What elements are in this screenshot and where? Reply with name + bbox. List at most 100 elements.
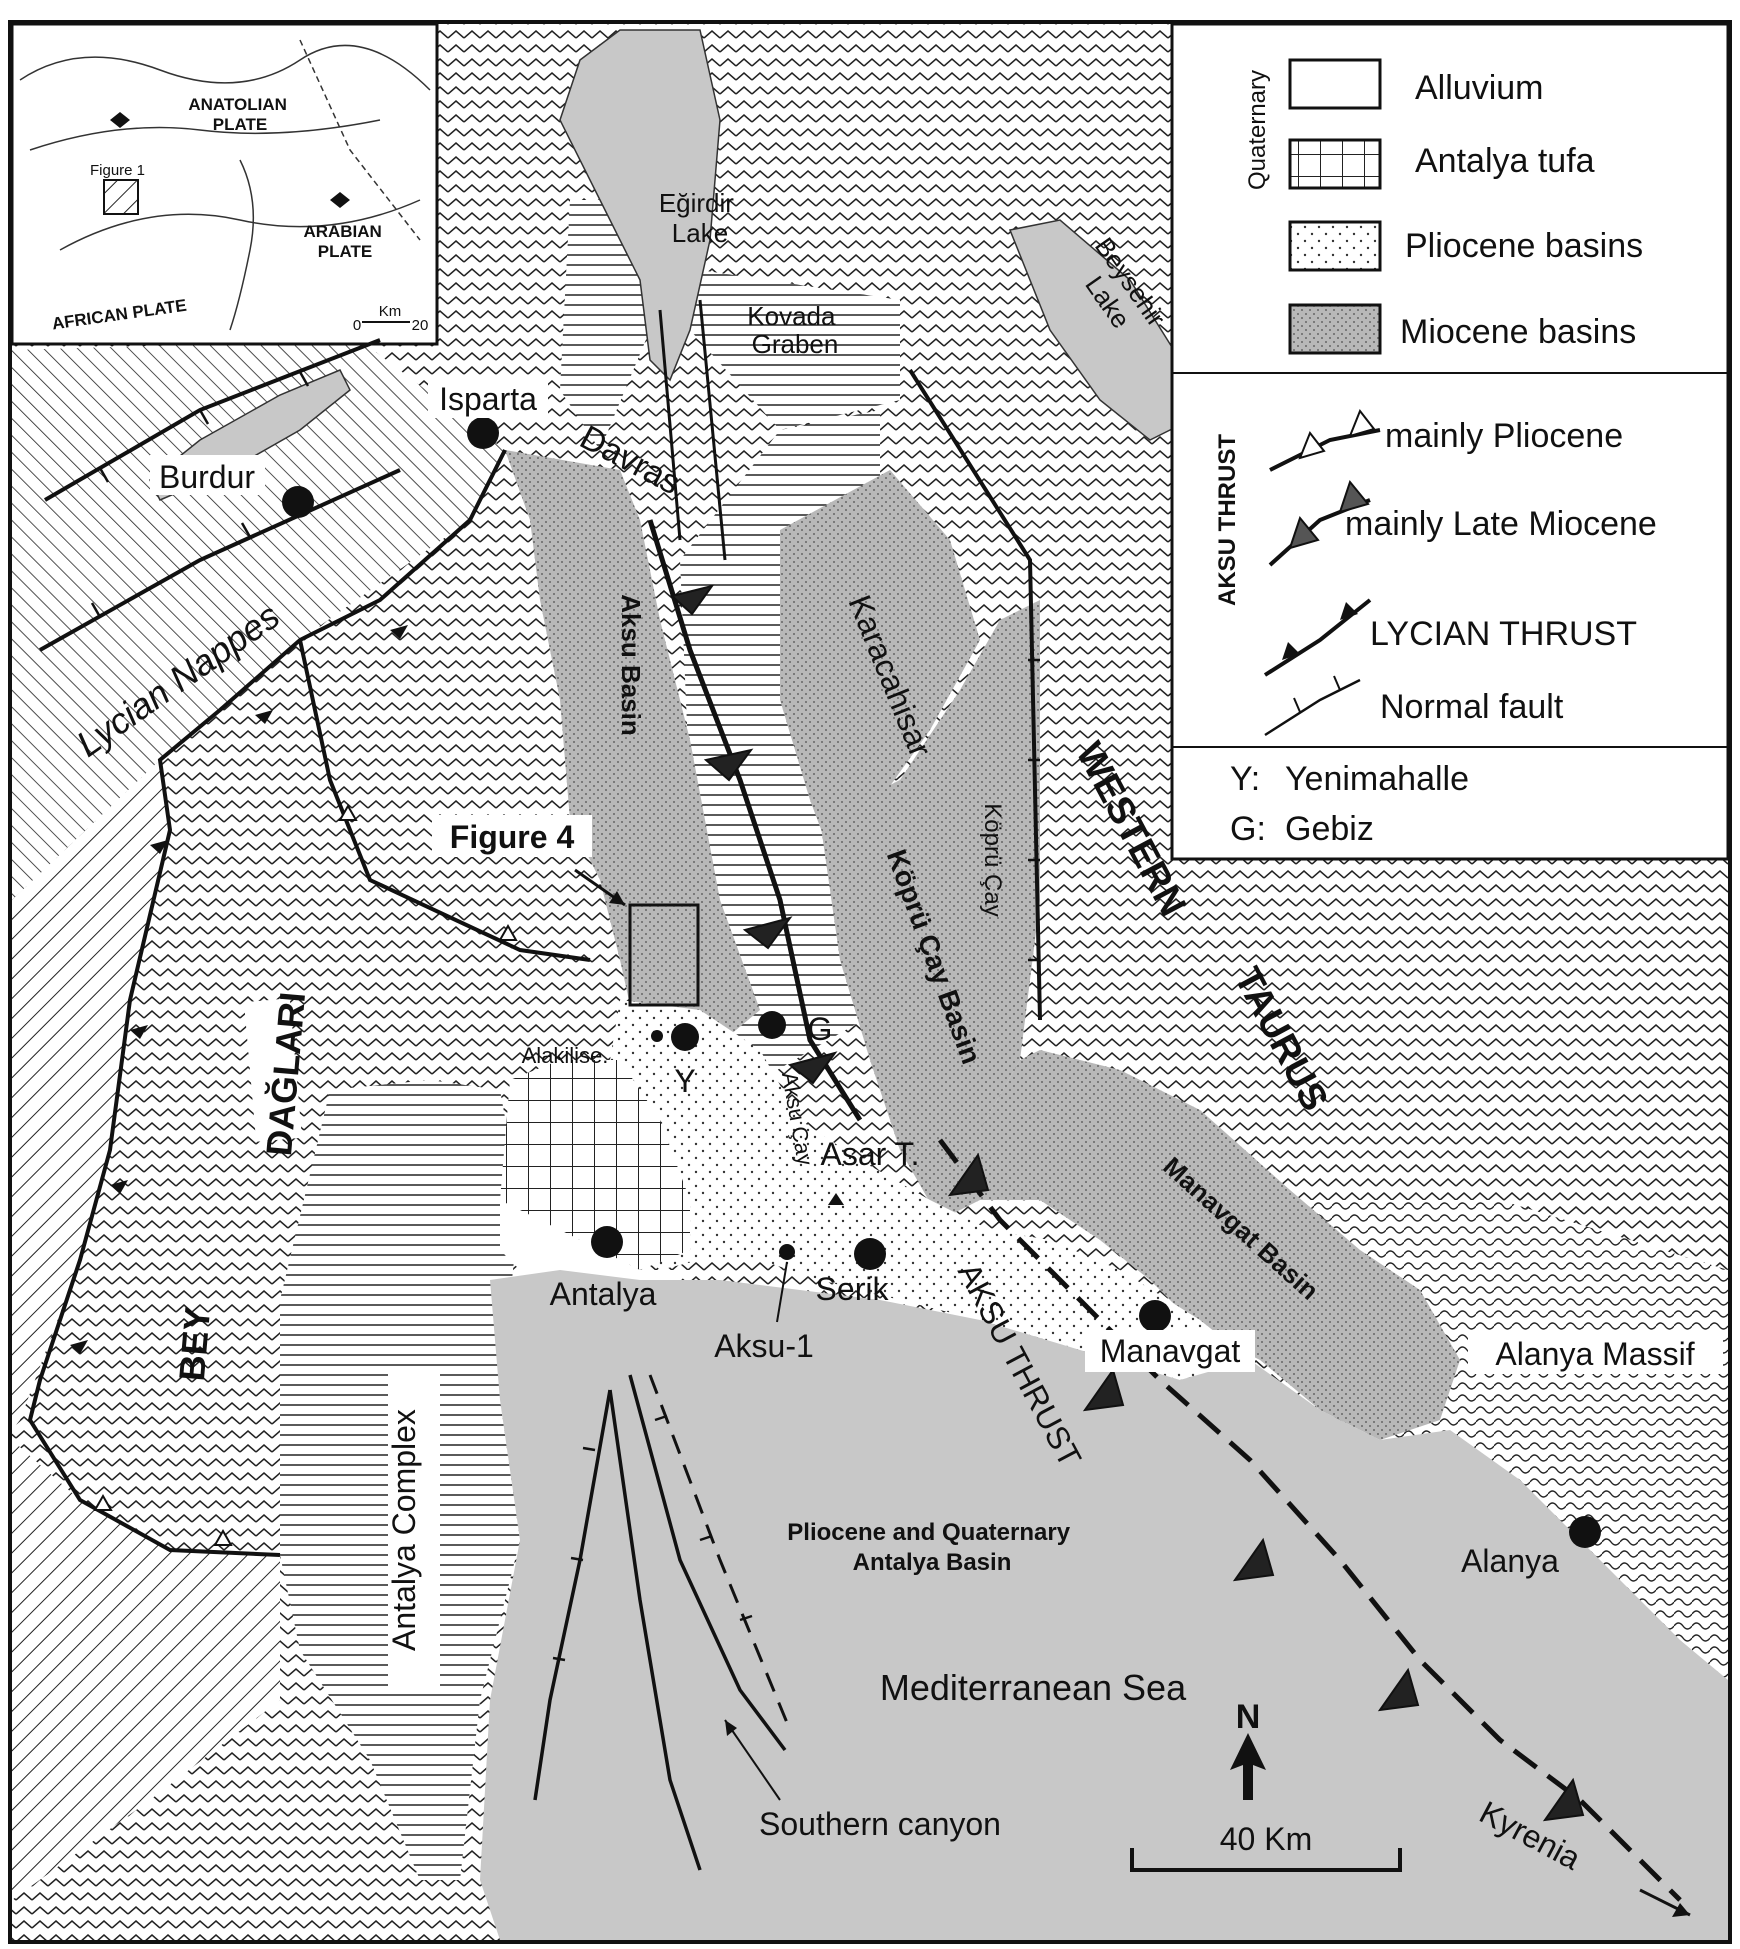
legend-symbol-late-miocene-thrust: [1268, 479, 1371, 567]
manavgat-basin-miocene: [980, 1050, 1460, 1440]
city-dots: [282, 417, 1601, 1548]
scale-bar: 40 Km: [1130, 1821, 1402, 1872]
label-egirdir-lake: Eğirdir Lake: [659, 188, 741, 248]
north-horizontal-unit: [560, 200, 650, 450]
kyrenia-arrowhead: [1672, 1903, 1690, 1917]
legend-symbol-lycian-thrust: [1263, 598, 1372, 677]
north-arrow: N: [1230, 1698, 1266, 1800]
label-aksu-basin: Aksu Basin: [616, 594, 646, 736]
isparta-dot: [467, 417, 499, 449]
inset-scale-unit: Km: [379, 303, 402, 320]
western-taurus-fault: [908, 368, 1042, 1021]
legend-alluvium: Alluvium: [1415, 69, 1543, 107]
normal-fault-ticks: [90, 371, 1040, 1662]
north-arrow-icon: [1230, 1733, 1266, 1800]
label-asar-t: Asar T.: [821, 1136, 920, 1172]
lycian-west-unit: [12, 760, 170, 1430]
label-isparta: Isparta: [439, 381, 537, 417]
figure4-box: [628, 903, 700, 1007]
inset-map: ANATOLIAN PLATE ARABIAN PLATE AFRICAN PL…: [10, 22, 439, 346]
label-manavgat: Manavgat: [1100, 1333, 1241, 1369]
inset-arabian-plate: ARABIAN PLATE: [303, 222, 386, 261]
yenimahalle-dot: [671, 1023, 699, 1051]
manavgat-dot: [1139, 1300, 1171, 1332]
label-g: G: [808, 1011, 833, 1047]
figure4-arrowhead: [609, 891, 625, 905]
legend-g-key: G:: [1230, 810, 1266, 848]
label-alanya: Alanya: [1461, 1543, 1559, 1579]
label-figure4: Figure 4: [450, 819, 575, 855]
inset-plate-arrow-2: [330, 192, 350, 208]
lycian-thrust-line: [27, 449, 507, 1557]
southern-canyon-fault-1: [533, 1389, 612, 1801]
inset-anatolian-plate: ANATOLIAN PLATE: [188, 95, 291, 134]
inset-scale-zero: 0: [353, 317, 361, 334]
legend-swatch-alluvium: [1288, 58, 1382, 110]
southern-canyon-pointer: [724, 1719, 781, 1801]
legend-mainly-pliocene: mainly Pliocene: [1385, 417, 1623, 455]
inset-figure1-label: Figure 1: [90, 162, 145, 179]
southern-canyon-pointer-head: [725, 1720, 737, 1736]
antalya-dot: [591, 1226, 623, 1258]
legend-lycian-thrust: LYCIAN THRUST: [1370, 615, 1637, 653]
inset-plate-arrow-1: [110, 112, 130, 128]
aksu1-dot: [779, 1244, 795, 1260]
alakilise-dot: [651, 1030, 663, 1042]
southern-canyon-fault-2: [608, 1389, 702, 1871]
kopru-cay-basin-miocene: [820, 600, 1040, 1220]
inset-scale-twenty: 20: [412, 317, 429, 334]
lycian-sw-unit: [12, 1440, 280, 1900]
label-y: Y: [674, 1063, 695, 1099]
scale-label: 40 Km: [1220, 1821, 1312, 1857]
inset-figure1-box: [103, 179, 139, 215]
legend-swatch-tufa: [1288, 138, 1382, 190]
label-antalya-basin: Pliocene and Quaternary Antalya Basin: [787, 1519, 1076, 1576]
alanya-dot: [1569, 1516, 1601, 1548]
antalya-tufa-unit: [500, 1060, 690, 1270]
legend-y-value: Yenimahalle: [1285, 760, 1469, 798]
legend-g-value: Gebiz: [1285, 810, 1374, 848]
label-burdur: Burdur: [159, 459, 255, 495]
aksu-thrust-line: [647, 519, 863, 1122]
legend-swatch-pliocene: [1288, 220, 1382, 272]
legend-normal-fault: Normal fault: [1380, 688, 1564, 726]
beydaglari-unit: [30, 450, 610, 1555]
karacahisar-miocene: [780, 470, 980, 880]
label-antalya: Antalya: [550, 1276, 657, 1312]
aksu-thrust-teeth: [669, 584, 1585, 1822]
asar-t-marker: [828, 1193, 844, 1205]
mediterranean-sea-area: [480, 1270, 1728, 1940]
legend-miocene-basins: Miocene basins: [1400, 313, 1636, 351]
aksu-basin-miocene: [505, 450, 760, 1060]
southern-canyon-fault-4: [648, 1374, 792, 1731]
lycian-thrust-teeth: [70, 625, 518, 1546]
lycian-nappes-normal-fault: [39, 468, 401, 652]
aksu-thrust-offshore: [938, 1138, 1682, 1902]
aksu1-pointer: [776, 1261, 788, 1323]
lycian-thrust-inner: [298, 639, 591, 962]
legend-swatch-miocene: [1288, 303, 1382, 355]
label-kovada-graben: Kovada Graben: [747, 301, 842, 359]
legend-quaternary: Quaternary: [1244, 70, 1271, 190]
fault-lines: [27, 299, 1682, 1902]
legend-aksu-thrust-title: AKSU THRUST: [1214, 434, 1241, 606]
burdur-dot: [282, 486, 314, 518]
label-antalya-complex: Antalya Complex: [386, 1409, 422, 1651]
label-southern-canyon: Southern canyon: [759, 1806, 1001, 1842]
legend-symbol-pliocene-thrust: [1269, 409, 1381, 472]
kovada-fault-1: [658, 309, 682, 541]
legend-antalya-tufa: Antalya tufa: [1415, 142, 1595, 180]
kovada-fault-2: [698, 299, 727, 561]
north-letter: N: [1236, 1698, 1261, 1736]
label-kopru-cay: Köprü Çay: [979, 803, 1006, 916]
egirdir-lake: [559, 29, 721, 382]
legend-y-key: Y:: [1230, 760, 1260, 798]
southern-canyon-fault-3: [628, 1374, 787, 1752]
label-aksu1: Aksu-1: [714, 1328, 814, 1364]
gebiz-dot: [758, 1011, 786, 1039]
label-serik: Serik: [816, 1271, 890, 1307]
legend-symbol-normal-fault: [1264, 675, 1361, 737]
legend-pliocene-basins: Pliocene basins: [1405, 227, 1643, 265]
label-bey: BEY: [171, 1305, 218, 1382]
